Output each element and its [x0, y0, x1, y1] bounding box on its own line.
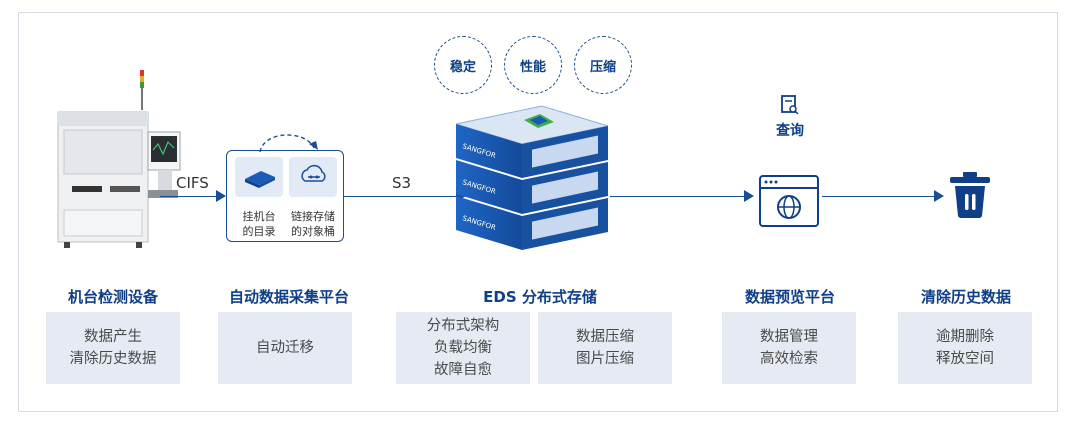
flow-line-s3 — [344, 196, 456, 197]
desc-box-storage-architecture: 分布式架构 负载均衡 故障自愈 — [396, 312, 530, 384]
stage-title-machine: 机台检测设备 — [67, 288, 158, 306]
arrow-right-icon — [934, 190, 944, 202]
directory-label: 挂机台 的目录 — [242, 210, 276, 238]
desc-box-machine: 数据产生 清除历史数据 — [46, 312, 180, 384]
loop-arrow-icon — [259, 134, 318, 153]
flow-line-clear — [822, 196, 934, 197]
stage-title-preview: 数据预览平台 — [744, 288, 835, 306]
inspection-machine-image — [57, 70, 181, 248]
badge-stable: 稳定 — [434, 36, 492, 94]
arrow-right-icon — [744, 190, 754, 202]
stage-title-clear: 清除历史数据 — [920, 288, 1011, 306]
directory-card — [235, 157, 283, 197]
eds-storage-server-image: SANGFOR SANGFOR SANGFOR — [455, 105, 609, 250]
stage-title-storage: EDS 分布式存储 — [483, 288, 597, 306]
stage-title-collector: 自动数据采集平台 — [228, 288, 349, 306]
arrow-right-icon — [456, 190, 466, 202]
desc-box-preview: 数据管理 高效检索 — [722, 312, 856, 384]
desc-box-collector: 自动迁移 — [218, 312, 352, 384]
s3-label: S3 — [392, 174, 412, 192]
object-bucket-label: 链接存储 的对象桶 — [291, 210, 335, 238]
query-label: 查询 — [776, 123, 804, 139]
query-icon — [781, 95, 799, 115]
trash-icon — [950, 172, 990, 218]
badge-compression: 压缩 — [574, 36, 632, 94]
flow-line-preview — [610, 196, 744, 197]
badge-performance: 性能 — [504, 36, 562, 94]
arrow-right-icon — [216, 190, 226, 202]
web-platform-icon — [759, 175, 819, 227]
cloud-bucket-card — [289, 157, 337, 197]
desc-box-storage-compression: 数据压缩 图片压缩 — [538, 312, 672, 384]
data-collector-box: 挂机台 的目录 链接存储 的对象桶 — [226, 150, 344, 242]
flow-line-cifs — [160, 196, 216, 197]
desc-box-clear: 逾期删除 释放空间 — [898, 312, 1032, 384]
cifs-label: CIFS — [176, 174, 209, 192]
